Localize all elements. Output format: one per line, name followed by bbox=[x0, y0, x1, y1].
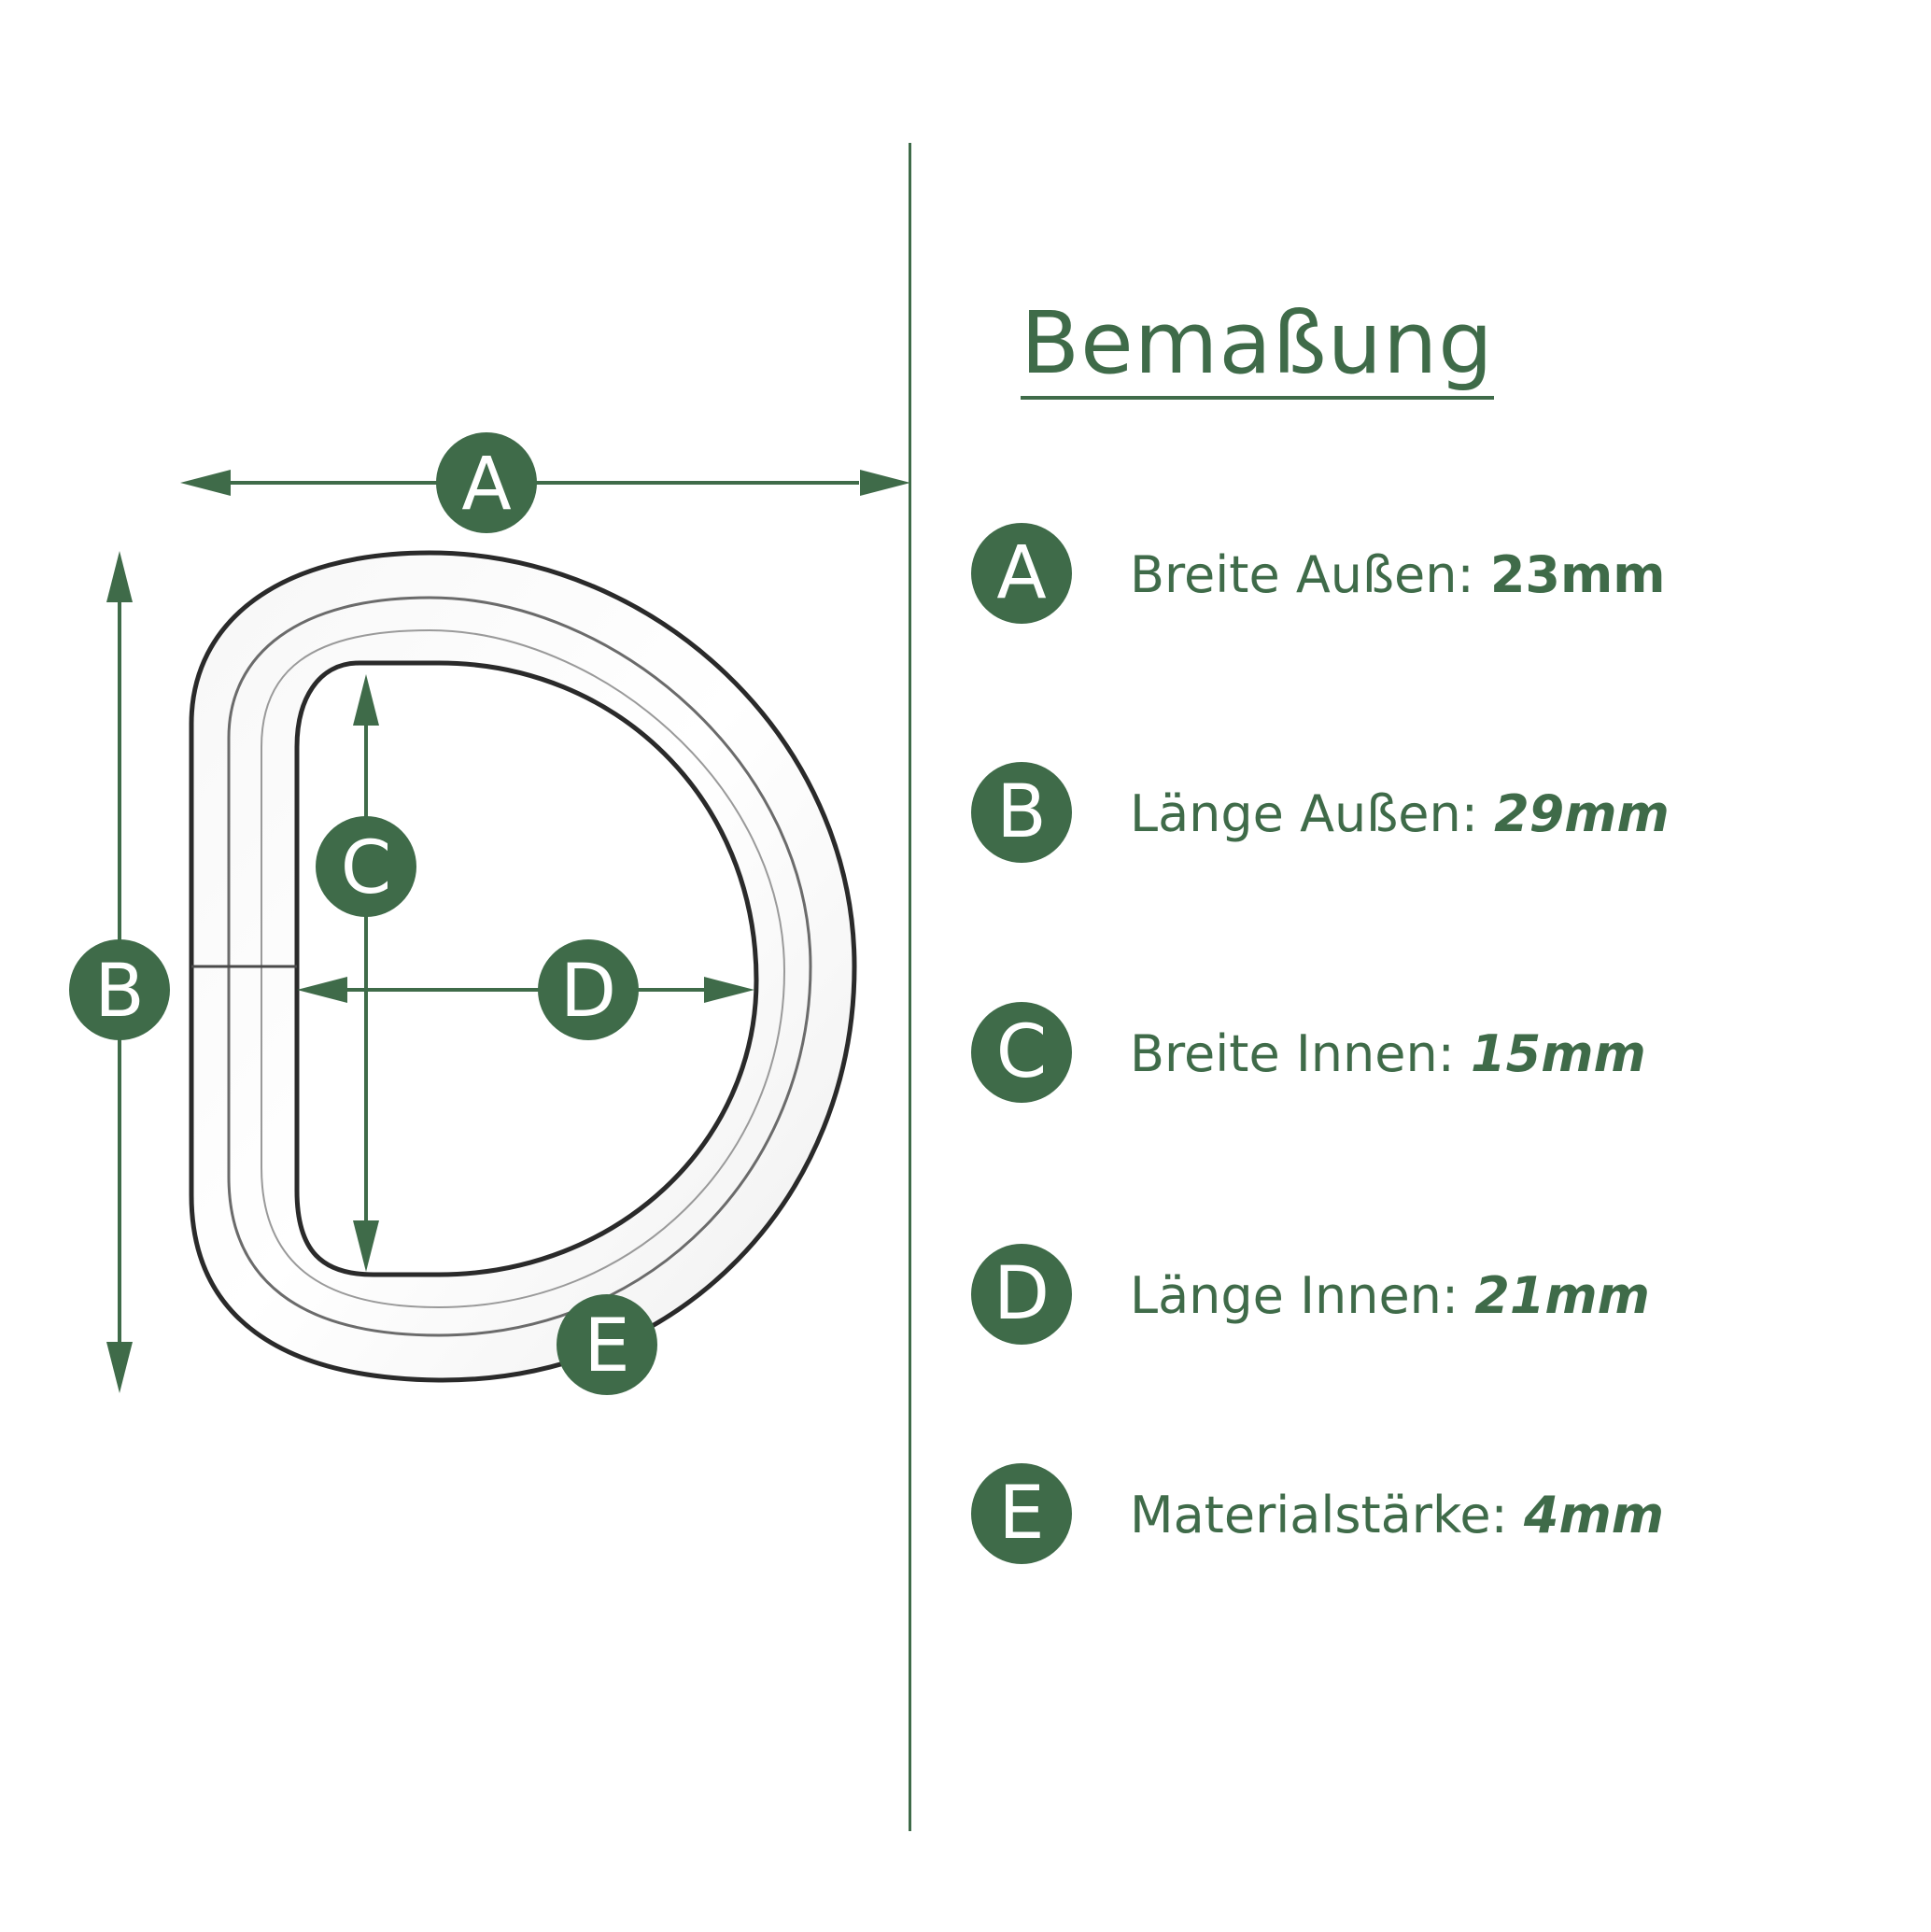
spec-row-b: B Länge Außen: 29mm bbox=[971, 762, 1886, 865]
dimension-a-arrow-right bbox=[860, 470, 910, 496]
spec-value-b: 29mm bbox=[1494, 784, 1670, 843]
badge-b bbox=[69, 939, 170, 1040]
badge-e bbox=[557, 1294, 657, 1395]
spec-row-a: A Breite Außen: 23mm bbox=[971, 523, 1886, 626]
dimension-b-arrow-top bbox=[106, 551, 133, 602]
spec-text-b: Länge Außen: 29mm bbox=[1130, 784, 1670, 843]
dimension-b-arrow-bottom bbox=[106, 1342, 133, 1393]
spec-label-a: Breite Außen: bbox=[1130, 545, 1474, 604]
badge-c bbox=[316, 816, 416, 917]
badge-b-label: B bbox=[94, 950, 145, 1034]
spec-label-e: Materialstärke: bbox=[1130, 1486, 1508, 1544]
badge-d-label: D bbox=[560, 950, 616, 1034]
spec-label-d: Länge Innen: bbox=[1130, 1266, 1459, 1325]
spec-text-e: Materialstärke: 4mm bbox=[1130, 1486, 1664, 1544]
dimension-a bbox=[180, 432, 910, 533]
spec-badge-d: D bbox=[971, 1244, 1072, 1345]
spec-label-b: Länge Außen: bbox=[1130, 784, 1478, 843]
spec-badge-c: C bbox=[971, 1002, 1072, 1103]
d-ring-outer-contour bbox=[227, 596, 812, 1337]
dimension-b bbox=[69, 551, 170, 1393]
spec-row-c: C Breite Innen: 15mm bbox=[971, 1002, 1886, 1105]
spec-value-c: 15mm bbox=[1471, 1024, 1646, 1083]
dimension-c bbox=[316, 674, 416, 1272]
d-ring-inner-contour bbox=[261, 628, 786, 1309]
spec-value-d: 21mm bbox=[1474, 1266, 1650, 1325]
dimension-a-arrow-left bbox=[180, 470, 231, 496]
spec-text-c: Breite Innen: 15mm bbox=[1130, 1024, 1646, 1083]
spec-label-c: Breite Innen: bbox=[1130, 1024, 1455, 1083]
badge-a bbox=[436, 432, 537, 533]
spec-value-e: 4mm bbox=[1523, 1486, 1665, 1544]
spec-value-a: 23mm bbox=[1489, 545, 1666, 604]
spec-badge-b: B bbox=[971, 762, 1072, 863]
badge-e-label: E bbox=[584, 1304, 629, 1389]
badge-a-label: A bbox=[461, 443, 511, 527]
badge-d bbox=[538, 939, 639, 1040]
spec-row-e: E Materialstärke: 4mm bbox=[971, 1463, 1886, 1566]
spec-text-d: Länge Innen: 21mm bbox=[1130, 1266, 1650, 1325]
legend-title: Bemaßung bbox=[1021, 301, 1494, 400]
divider-line bbox=[909, 143, 911, 1831]
spec-badge-a: A bbox=[971, 523, 1072, 624]
spec-row-d: D Länge Innen: 21mm bbox=[971, 1244, 1886, 1347]
dimension-d bbox=[297, 939, 754, 1040]
spec-badge-e: E bbox=[971, 1463, 1072, 1564]
dimension-d-arrow-left bbox=[297, 977, 347, 1003]
dimension-d-arrow-right bbox=[704, 977, 754, 1003]
d-ring bbox=[189, 550, 857, 1383]
badge-c-label: C bbox=[341, 826, 391, 910]
dimension-c-arrow-bottom bbox=[353, 1220, 379, 1272]
dimension-c-arrow-top bbox=[353, 674, 379, 726]
spec-text-a: Breite Außen: 23mm bbox=[1130, 545, 1666, 604]
